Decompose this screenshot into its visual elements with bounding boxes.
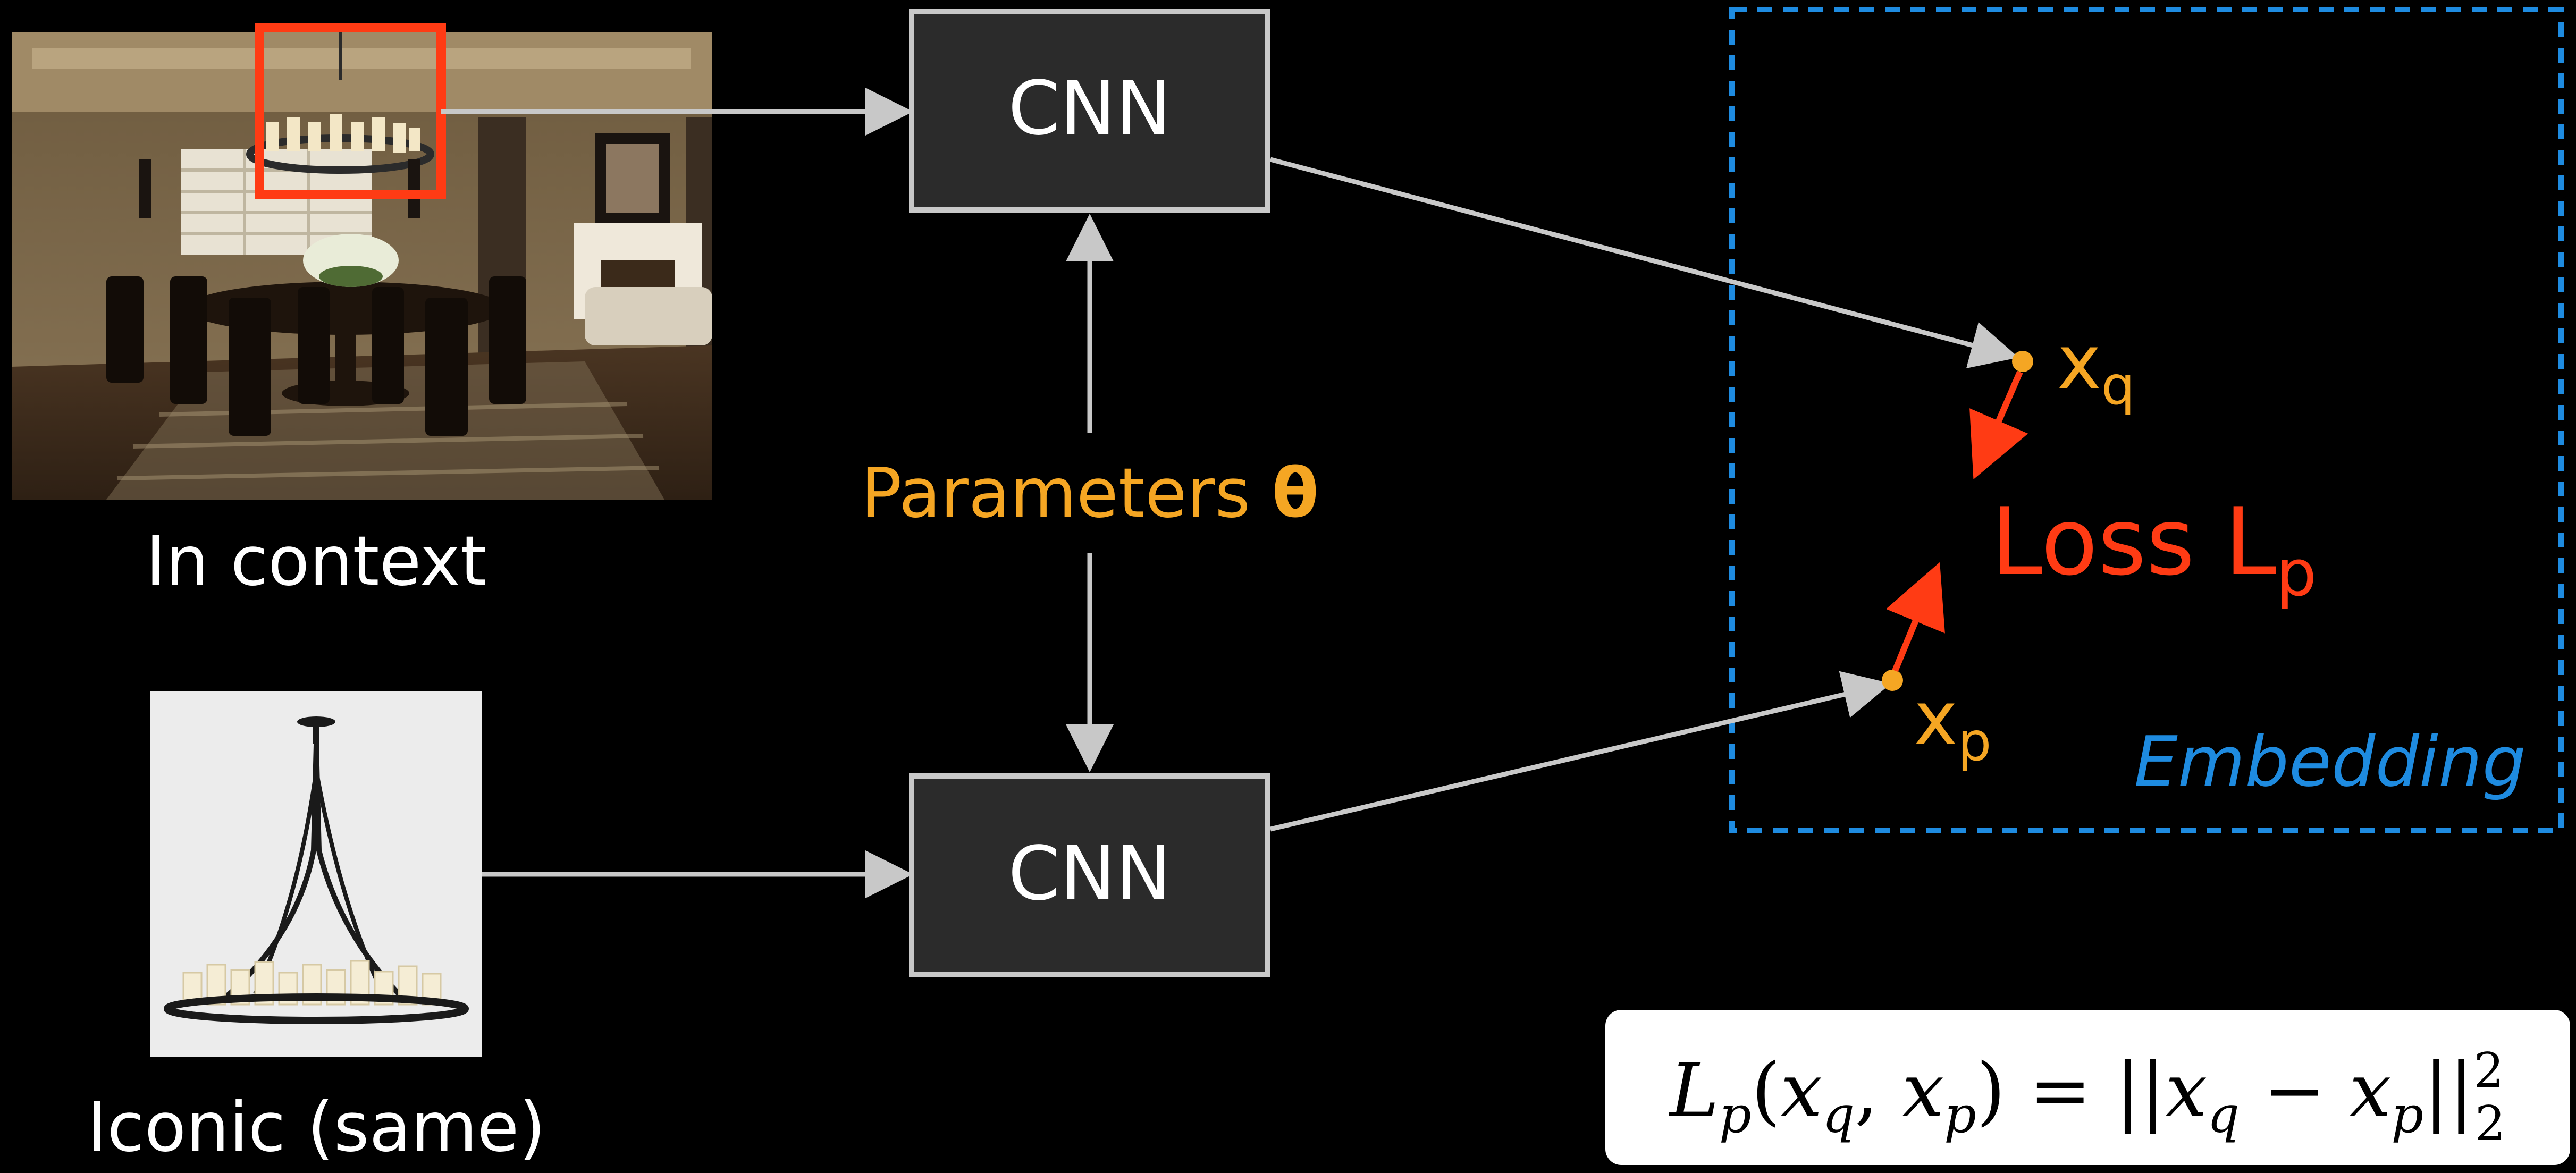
formula-minus: − [2263,1048,2326,1134]
xq-base: x [2057,319,2101,406]
cnn-top-box: CNN [909,9,1270,213]
xp-point [1882,670,1903,691]
xp-subscript: p [1958,711,1991,773]
xq-point [2012,351,2033,372]
formula-L-sub: p [1719,1086,1752,1144]
cnn-top-label: CNN [1008,65,1171,152]
loss-label: Loss Lp [1991,488,2317,611]
formula-arg2-sub: p [1944,1086,1976,1144]
formula-equals: = [2029,1048,2091,1134]
cnn-bottom-label: CNN [1008,831,1171,917]
arrow-top-cnn-to-xq [1269,157,2019,369]
xq-subscript: q [2101,355,2135,417]
arrow-xq-to-loss [1969,370,2028,480]
formula-term1: x [2165,1048,2207,1134]
loss-text: Loss L [1991,488,2276,596]
xp-base: x [1914,676,1958,762]
arrow-bottom-cnn-to-xp [1269,671,1891,832]
formula-arg1: x [1780,1048,1822,1134]
formula-term2-sub: p [2391,1086,2423,1144]
formula-exponent: 2 [2474,1043,2504,1099]
formula-comma: , [1855,1048,1879,1134]
context-photo [12,32,712,500]
formula-L: L [1668,1048,1719,1134]
formula-norm-close: || [2423,1048,2473,1134]
formula-term1-sub: q [2207,1086,2240,1144]
context-caption: In context [146,522,487,601]
embedding-region [1729,7,2564,833]
formula-arg2: x [1902,1048,1944,1134]
cnn-bottom-box: CNN [909,773,1270,977]
formula-norm-open: || [2115,1048,2165,1134]
parameters-text: Parameters [861,454,1250,533]
theta-symbol: θ [1272,454,1319,533]
embedding-label: Embedding [2134,721,2526,802]
xp-label: xp [1914,676,1991,773]
loss-subscript: p [2276,537,2317,611]
parameters-label: Parameters θ [861,454,1318,533]
formula-arg1-sub: q [1822,1086,1855,1144]
formula-term2: x [2349,1048,2391,1134]
arrow-xp-to-loss [1885,562,1945,672]
formula-lparen: ( [1752,1048,1781,1134]
formula-rparen: ) [1976,1048,2006,1134]
iconic-photo [150,691,482,1057]
formula-norm-sub: 2 [2475,1096,2505,1152]
xq-label: xq [2057,319,2135,417]
svg-text:Lp(xq, xp) = ||xq − xp||22: Lp(xq, xp) = ||xq − xp||22 [1668,1043,2505,1152]
iconic-caption: Iconic (same) [87,1088,546,1167]
